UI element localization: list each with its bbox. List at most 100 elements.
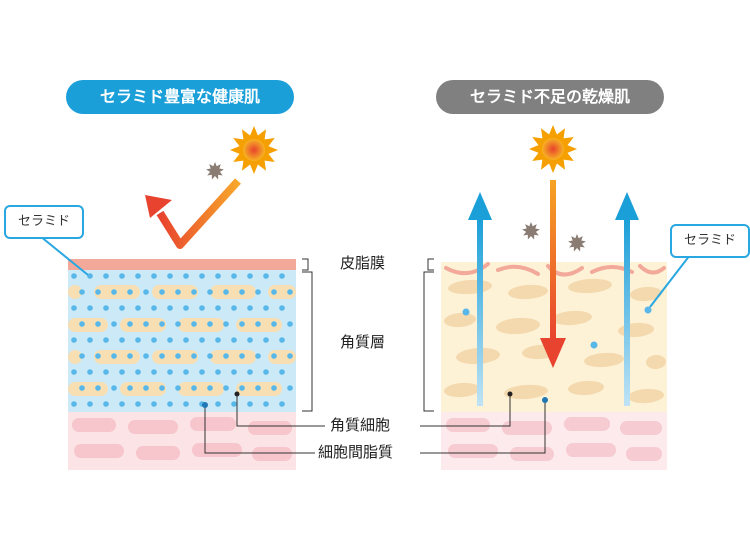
ceramide-dot xyxy=(215,369,221,375)
ceramide-dot xyxy=(231,337,237,343)
corneocyte-cell xyxy=(152,285,198,299)
moisture-escape-arrow-left xyxy=(468,192,492,406)
dry-corneocyte-cell xyxy=(496,317,540,335)
ceramide-dot xyxy=(151,369,157,375)
ceramide-dot xyxy=(199,273,205,279)
ceramide-dot xyxy=(159,353,165,359)
ceramide-dot xyxy=(87,401,93,407)
ceramide-dot xyxy=(183,273,189,279)
ceramide-dot xyxy=(103,337,109,343)
ceramide-dot xyxy=(199,337,205,343)
ceramide-dot xyxy=(135,337,141,343)
dry-corneocyte-cell xyxy=(552,310,592,326)
ceramide-dot xyxy=(191,353,197,359)
dry-corneocyte-cell xyxy=(584,352,624,368)
ceramide-dot xyxy=(183,305,189,311)
ceramide-dot xyxy=(231,273,237,279)
ceramide-dot xyxy=(143,321,149,327)
healthy-skin-title: セラミド豊富な健康肌 xyxy=(66,80,294,114)
ceramide-dot xyxy=(151,337,157,343)
ceramide-dot xyxy=(167,401,173,407)
ceramide-dot xyxy=(103,305,109,311)
ceramide-dot xyxy=(71,305,77,311)
sun-icon xyxy=(529,125,577,173)
ceramide-dot xyxy=(87,305,93,311)
corneocyte-cell xyxy=(268,285,296,299)
ceramide-dot xyxy=(151,401,157,407)
corneocyte-cell xyxy=(68,350,82,364)
ceramide-dot xyxy=(135,369,141,375)
ceramide-dot xyxy=(111,289,117,295)
ceramide-dot xyxy=(247,337,253,343)
ceramide-dot xyxy=(103,401,109,407)
healthy-ceramide-dots xyxy=(71,273,293,407)
dry-corneocyte-cell xyxy=(568,380,604,396)
ceramide-dot xyxy=(247,369,253,375)
ceramide-dot xyxy=(87,337,93,343)
ceramide-dot xyxy=(231,305,237,311)
ceramide-dot xyxy=(215,401,221,407)
dry-corneocyte-cell xyxy=(646,354,666,370)
corneocyte-label: 角質細胞 xyxy=(330,416,391,434)
uv-reflect-arrow xyxy=(145,178,241,249)
ceramide-dot xyxy=(223,321,229,327)
ceramide-dot xyxy=(271,289,277,295)
ceramide-dot xyxy=(239,385,245,391)
ceramide-dot xyxy=(287,289,293,295)
dry-ceramide-dots xyxy=(462,306,652,349)
ceramide-dot xyxy=(111,321,117,327)
ceramide-dot xyxy=(223,353,229,359)
ceramide-dot xyxy=(255,353,261,359)
ceramide-dot xyxy=(135,305,141,311)
ceramide-dot xyxy=(167,273,173,279)
ceramide-dot xyxy=(103,369,109,375)
ceramide-dot xyxy=(127,385,133,391)
ceramide-dot xyxy=(255,385,261,391)
ceramide-dot xyxy=(263,273,269,279)
ceramide-dot xyxy=(207,321,213,327)
ceramide-dot xyxy=(279,305,285,311)
ceramide-dot xyxy=(279,273,285,279)
ceramide-dot xyxy=(159,385,165,391)
ceramide-dot xyxy=(183,369,189,375)
leader-points xyxy=(202,391,548,408)
ceramide-dot xyxy=(95,321,101,327)
corneocyte-cell xyxy=(68,382,108,396)
ceramide-dot xyxy=(199,305,205,311)
ceramide-dot xyxy=(183,401,189,407)
healthy-sebum-layer xyxy=(68,259,296,270)
ceramide-dot xyxy=(135,401,141,407)
corneocyte-cell xyxy=(120,318,166,332)
ceramide-dot xyxy=(167,305,173,311)
ceramide-dot xyxy=(119,337,125,343)
ceramide-dot xyxy=(255,289,261,295)
dry-dermis-cells xyxy=(446,417,662,461)
ceramide-dot xyxy=(191,321,197,327)
dry-corneocyte-cell xyxy=(630,286,662,302)
ceramide-dot xyxy=(279,337,285,343)
ceramide-dot xyxy=(279,401,285,407)
ceramide-dot xyxy=(87,273,93,279)
ceramide-dot xyxy=(207,353,213,359)
ceramide-dot xyxy=(271,385,277,391)
ceramide-dot xyxy=(175,385,181,391)
ceramide-dot xyxy=(103,273,109,279)
ceramide-dot xyxy=(247,401,253,407)
corneocyte-cell xyxy=(210,350,256,364)
ceramide-dot xyxy=(239,353,245,359)
ceramide-dot xyxy=(263,401,269,407)
ceramide-dot xyxy=(247,305,253,311)
ceramide-dot xyxy=(223,289,229,295)
ceramide-callout-left: セラミド xyxy=(4,205,84,239)
dry-corneocyte-cell xyxy=(444,312,476,328)
ceramide-dot xyxy=(231,401,237,407)
ceramide-dot xyxy=(279,369,285,375)
ceramide-dot xyxy=(191,289,197,295)
ceramide-dot xyxy=(255,321,261,327)
ceramide-dot xyxy=(159,321,165,327)
ceramide-dot xyxy=(271,321,277,327)
ceramide-dot xyxy=(159,289,165,295)
ceramide-dot xyxy=(95,385,101,391)
dry-corneocyte-cell xyxy=(568,278,612,294)
ceramide-dot xyxy=(79,385,85,391)
